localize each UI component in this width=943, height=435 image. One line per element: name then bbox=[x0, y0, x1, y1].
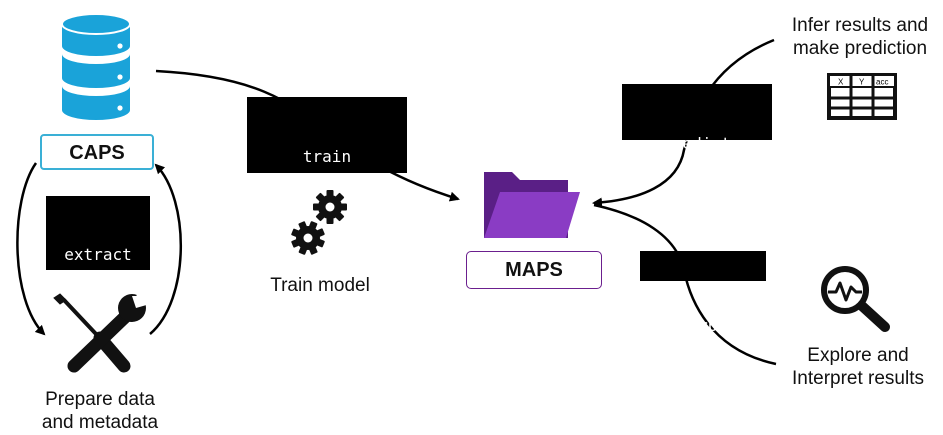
maps-label: MAPS bbox=[505, 259, 563, 281]
prepare-data-label: Prepare data and metadata bbox=[20, 388, 180, 434]
interpret-command: interpret bbox=[640, 251, 766, 335]
arrow-infer-to-maps bbox=[592, 38, 775, 208]
explore-results-label: Explore and Interpret results bbox=[778, 344, 938, 390]
infer-label-line2: make prediction bbox=[792, 38, 928, 59]
predict-commands: predict save-tensor bbox=[622, 84, 772, 219]
infer-label-line1: Infer results and bbox=[791, 15, 929, 36]
caps-label: CAPS bbox=[69, 142, 125, 164]
maps-node: MAPS bbox=[466, 251, 602, 289]
command-random-search: random-search bbox=[264, 279, 390, 298]
command-predict: predict bbox=[663, 134, 731, 153]
prepare-commands: extract tsvtool generate bbox=[46, 196, 150, 396]
infer-results-label: Infer results and make prediction bbox=[780, 14, 940, 60]
arrow-caps-to-tools bbox=[16, 162, 46, 336]
command-generate: generate bbox=[59, 377, 137, 396]
explore-label-line1: Explore and bbox=[807, 345, 909, 366]
command-train: train bbox=[302, 147, 352, 166]
command-resume: resume bbox=[298, 213, 356, 232]
prepare-label-line1: Prepare data bbox=[45, 389, 155, 410]
command-save-tensor: save-tensor bbox=[644, 200, 750, 219]
train-commands: train resume random-search bbox=[247, 97, 407, 298]
caps-node: CAPS bbox=[40, 134, 154, 170]
arrow-tools-to-caps bbox=[149, 163, 183, 335]
command-tsvtool: tsvtool bbox=[64, 311, 132, 330]
explore-label-line2: Interpret results bbox=[792, 368, 924, 389]
train-model-label: Train model bbox=[270, 275, 370, 296]
command-extract: extract bbox=[64, 245, 132, 264]
prepare-label-line2: and metadata bbox=[41, 412, 159, 433]
command-interpret: interpret bbox=[659, 316, 747, 335]
